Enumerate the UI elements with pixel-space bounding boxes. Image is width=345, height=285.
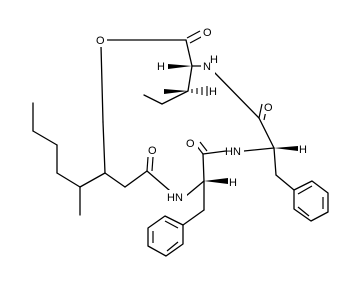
bond-alpha-beta-ile [187,65,193,92]
wedge-ile-methyl [164,89,188,94]
bond-alpha-phe2-nh [185,180,205,197]
bond-butyl-3 [32,130,58,146]
bond-ch-chmethyl [79,172,106,188]
atom-h-nh-low: H [167,192,175,204]
bond-ch2-ch [104,172,126,188]
phenyl-ring-2-inner-c [166,241,179,252]
bond-ethyl-ile [143,94,163,105]
bond-beta-gamma-ile [161,90,189,105]
atom-o-ester: O [96,35,105,47]
bond-top-carbonyl-double-a [186,30,201,39]
atom-h-ile-beta: H [209,86,217,98]
atom-h-nh-mid: H [225,146,233,158]
atom-n-top: N [203,61,211,73]
stereo-layer [164,64,298,184]
bond-ester-o-ch [100,45,104,123]
wedge-phe2-alpha-h [204,178,228,184]
phenyl-ring-2-inner-a [164,220,179,229]
bond-carbonyl3-double-b [199,141,208,152]
atom-o-carbonyl-3: O [186,138,195,150]
bond-alpha-phe1-nh [243,147,275,152]
bond-alpha-phe1-ch2 [273,147,277,176]
bond-carbonyl4-ch2 [124,170,148,188]
bond-chmethyl-butyl-1 [56,172,81,188]
atom-h-n-top: H [210,54,218,66]
bond-ch2-phe1-ring [275,174,295,191]
atom-label-layer: O O N H H H O H N H O H N H O [94,25,307,204]
bond-carbonyl-alpha-ile [185,39,193,67]
wedge-ile-alpha-h [168,64,192,69]
bond-carbonyl4-double-b [151,156,154,172]
atom-n-low: N [175,192,183,204]
bond-carbonyl2-double-a [258,103,263,119]
bond-ch2-phe2-ring [182,209,205,226]
atom-o-carbonyl-4: O [148,145,157,157]
bond-carbonyl3-alpha-phe2 [202,153,205,182]
wedge-phe1-alpha-h [274,146,298,151]
bond-carbonyl4-double-a [146,156,149,172]
phenyl-ring-1-inner-a [297,185,313,195]
phenyl-ring-1 [293,180,329,222]
atom-o-carbonyl-2: O [264,102,273,114]
phenyl-ring-2 [147,215,184,257]
bond-layer [32,30,329,257]
bond-carbonyl2-alpha-phe1 [258,117,275,149]
atom-h-phe2-alpha: H [229,177,237,189]
atom-h-phe1-alpha: H [299,144,307,156]
bond-nh-carbonyl2 [213,71,260,119]
atom-o-carbonyl-top: O [203,27,212,39]
bond-top-carbonyl-double-b [189,35,204,44]
atom-n-mid: N [233,146,241,158]
bond-ester-ch-chain-1 [102,121,106,174]
phenyl-ring-1-inner-c [297,206,310,217]
bond-nh-carbonyl3 [202,150,227,155]
atom-h-ile-alpha: H [157,61,165,73]
